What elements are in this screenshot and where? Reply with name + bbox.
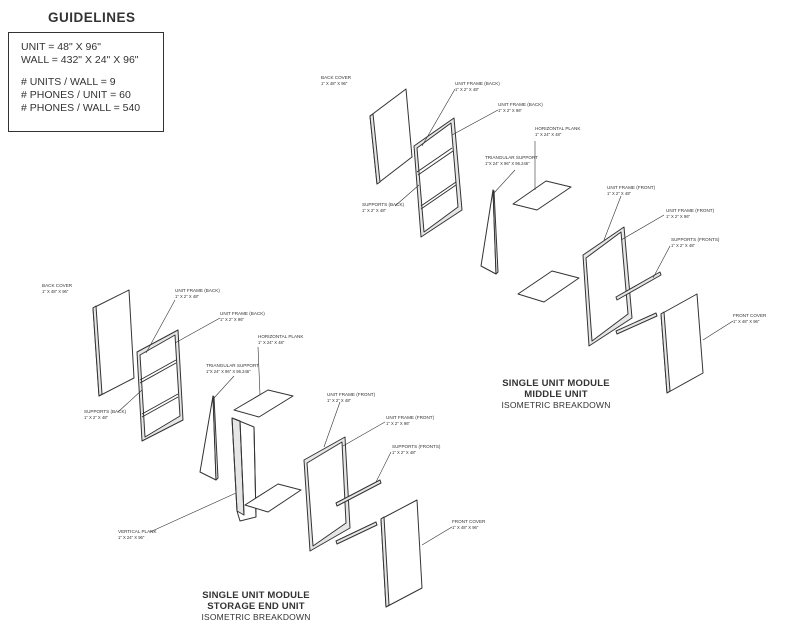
storage-triangular-support <box>199 395 219 481</box>
storage-dims-vertical-plank: 1" X 24" X 96" <box>118 535 145 540</box>
middle-label-frame-front-1: UNIT FRAME (FRONT) <box>607 185 656 190</box>
storage-labels: BACK COVER 1" X 48" X 96" UNIT FRAME (BA… <box>42 283 486 540</box>
middle-dims-front-cover: 1" X 48" X 96" <box>733 319 760 324</box>
guideline-unit: UNIT = 48" X 96" <box>21 41 101 53</box>
storage-dims-frame-back-1: 1" X 2" X 48" <box>175 294 200 299</box>
storage-dims-supports-fronts: 1" X 2" X 48" <box>392 450 417 455</box>
storage-back-frame <box>136 329 184 442</box>
storage-leader-frame-back-1 <box>145 299 176 354</box>
middle-leader-triangular <box>493 169 516 194</box>
storage-dims-supports-back: 1" X 2" X 48" <box>84 415 109 420</box>
guideline-wall: WALL = 432" X 24" X 96" <box>21 54 139 66</box>
storage-dims-frame-back-2: 1" X 2" X 96" <box>220 317 245 322</box>
storage-title-line1: SINGLE UNIT MODULE <box>202 590 310 601</box>
storage-label-frame-front-2: UNIT FRAME (FRONT) <box>386 415 435 420</box>
middle-leader-frame-back-2 <box>451 109 499 136</box>
guideline-units-per-wall: # UNITS / WALL = 9 <box>21 76 116 88</box>
storage-label-supports-back: SUPPORTS (BACK) <box>84 409 127 414</box>
middle-horizontal-plank-top <box>512 180 572 211</box>
storage-label-triangular: TRIANGULAR SUPPORT <box>206 363 259 368</box>
middle-front-cover-panel <box>660 293 704 394</box>
middle-support-front-upper <box>615 271 662 301</box>
middle-dims-frame-front-2: 1" X 2" X 96" <box>666 214 691 219</box>
middle-front-frame <box>582 226 633 347</box>
storage-horizontal-plank-bottom <box>244 483 302 513</box>
middle-label-supports-back: SUPPORTS (BACK) <box>362 202 405 207</box>
middle-horizontal-plank-bottom <box>517 270 580 303</box>
guideline-phones-per-unit: # PHONES / UNIT = 60 <box>21 89 131 101</box>
storage-title-line2: STORAGE END UNIT <box>207 601 305 612</box>
middle-leader-frame-back-1 <box>421 88 456 147</box>
middle-back-frame <box>413 117 463 238</box>
middle-labels: BACK COVER 1" X 48" X 96" UNIT FRAME (BA… <box>321 75 767 324</box>
storage-label-front-cover: FRONT COVER <box>452 519 486 524</box>
storage-leader-frame-front-1 <box>323 401 341 448</box>
storage-front-cover-panel <box>380 499 423 608</box>
storage-label-plank: HORIZONTAL PLANK <box>258 334 304 339</box>
middle-dims-supports-fronts: 1" X 2" X 48" <box>671 243 696 248</box>
storage-label-vertical-plank: VERTICAL PLANK <box>118 529 157 534</box>
middle-unit-title: SINGLE UNIT MODULE MIDDLE UNIT ISOMETRIC… <box>500 378 612 411</box>
guidelines-box: UNIT = 48" X 96" WALL = 432" X 24" X 96"… <box>8 32 164 132</box>
middle-back-cover-panel <box>369 88 413 185</box>
storage-leader-supports-back <box>117 389 143 413</box>
storage-label-supports-fronts: SUPPORTS (FRONTS) <box>392 444 441 449</box>
guidelines-heading: GUIDELINES <box>48 10 136 25</box>
storage-label-frame-back-2: UNIT FRAME (BACK) <box>220 311 265 316</box>
middle-dims-supports-back: 1" X 2" X 48" <box>362 208 387 213</box>
middle-support-front-lower <box>615 312 658 335</box>
middle-leader-front-cover <box>702 320 734 341</box>
storage-support-front-upper <box>335 479 382 507</box>
storage-leader-frame-back-2 <box>174 317 221 344</box>
storage-label-frame-back-1: UNIT FRAME (BACK) <box>175 288 220 293</box>
middle-label-back-cover: BACK COVER <box>321 75 352 80</box>
middle-label-triangular: TRIANGULAR SUPPORT <box>485 155 538 160</box>
storage-label-frame-front-1: UNIT FRAME (FRONT) <box>327 392 376 397</box>
storage-dims-plank: 1" X 24" X 48" <box>258 340 285 345</box>
storage-unit-title: SINGLE UNIT MODULE STORAGE END UNIT ISOM… <box>200 590 312 623</box>
middle-label-frame-back-1: UNIT FRAME (BACK) <box>455 81 500 86</box>
storage-leader-frame-front-2 <box>342 421 386 447</box>
middle-triangular-support <box>480 189 499 275</box>
storage-front-frame <box>303 436 351 552</box>
middle-title-line2: MIDDLE UNIT <box>524 389 588 400</box>
middle-leader-frame-front-1 <box>603 195 622 241</box>
storage-back-cover-panel <box>92 289 135 397</box>
storage-leader-plank <box>257 346 261 396</box>
storage-label-back-cover: BACK COVER <box>42 283 73 288</box>
guideline-phones-per-wall: # PHONES / WALL = 540 <box>21 102 141 114</box>
storage-dims-frame-front-1: 1" X 2" X 48" <box>327 398 352 403</box>
middle-dims-back-cover: 1" X 48" X 96" <box>321 81 348 86</box>
middle-label-supports-fronts: SUPPORTS (FRONTS) <box>671 237 720 242</box>
storage-leader-triangular <box>213 375 235 399</box>
middle-label-frame-back-2: UNIT FRAME (BACK) <box>498 102 543 107</box>
middle-title-line1: SINGLE UNIT MODULE <box>502 378 610 389</box>
middle-label-plank: HORIZONTAL PLANK <box>535 126 581 131</box>
middle-label-frame-front-2: UNIT FRAME (FRONT) <box>666 208 715 213</box>
storage-support-front-lower <box>335 521 378 545</box>
storage-dims-frame-front-2: 1" X 2" X 96" <box>386 421 411 426</box>
middle-label-front-cover: FRONT COVER <box>733 313 767 318</box>
storage-dims-back-cover: 1" X 48" X 96" <box>42 289 69 294</box>
storage-leader-supports-fronts <box>375 451 392 483</box>
middle-dims-triangular: 1"X 24" X 96" X 96.246" <box>485 161 530 166</box>
storage-subtitle: ISOMETRIC BREAKDOWN <box>201 612 311 622</box>
storage-leader-front-cover <box>421 526 453 546</box>
middle-leader-supports-back <box>394 184 420 207</box>
storage-dims-front-cover: 1" X 48" X 96" <box>452 525 479 530</box>
middle-leader-supports-fronts <box>652 245 671 279</box>
storage-vertical-plank <box>231 417 257 522</box>
middle-subtitle: ISOMETRIC BREAKDOWN <box>501 400 611 410</box>
storage-dims-triangular: 1"X 24" X 96" X 96.246" <box>206 369 251 374</box>
storage-leader-vertical-plank <box>149 492 237 533</box>
middle-dims-plank: 1" X 24" X 48" <box>535 132 562 137</box>
middle-dims-frame-back-2: 1" X 2" X 96" <box>498 108 523 113</box>
storage-horizontal-plank-top <box>233 389 294 418</box>
middle-dims-frame-back-1: 1" X 2" X 48" <box>455 87 480 92</box>
middle-leader-frame-front-2 <box>620 214 665 241</box>
middle-dims-frame-front-1: 1" X 2" X 48" <box>607 191 632 196</box>
